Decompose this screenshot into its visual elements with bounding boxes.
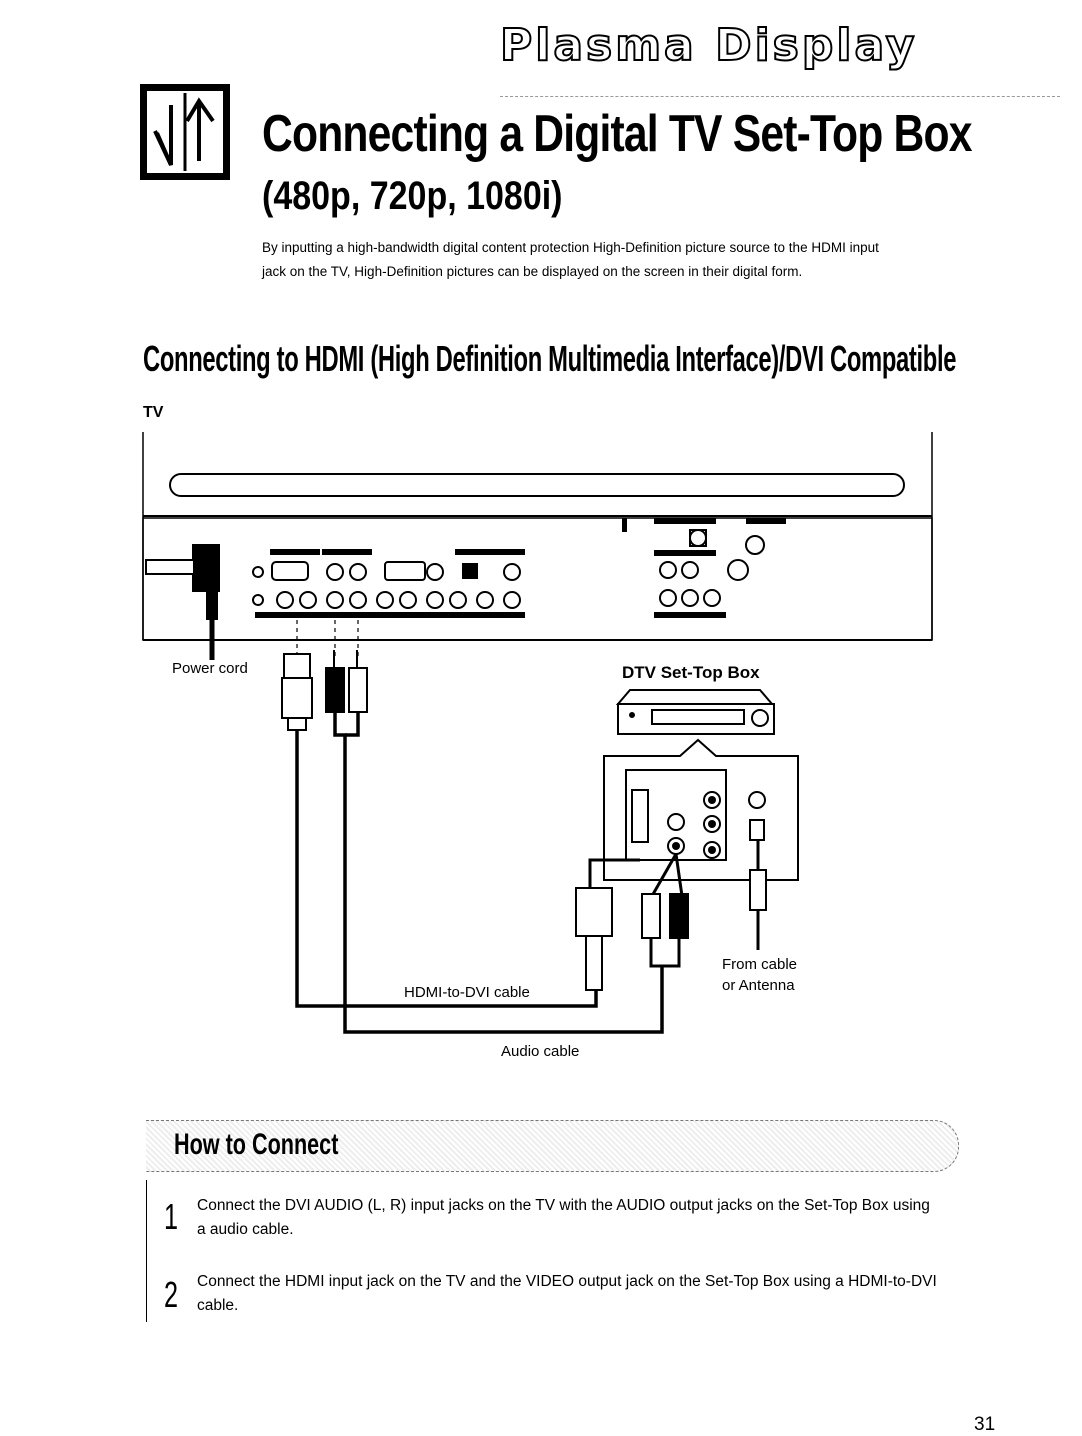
step-text: Connect the HDMI input jack on the TV an…	[197, 1273, 937, 1314]
page-title: Connecting a Digital TV Set-Top Box	[262, 105, 972, 163]
audio-cable-label: Audio cable	[501, 1043, 580, 1060]
hdmi-cable-label: HDMI-to-DVI cable	[404, 984, 530, 1001]
power-cord	[145, 544, 220, 660]
antenna-label: or Antenna	[722, 977, 795, 994]
page-subtitle: (480p, 720p, 1080i)	[262, 174, 563, 218]
tv-illustration	[142, 432, 933, 660]
intro-paragraph: By inputting a high-bandwidth digital co…	[262, 240, 879, 279]
step-number: 2	[164, 1274, 179, 1315]
power-cord-label: Power cord	[172, 660, 248, 677]
connection-arrows-icon	[140, 84, 230, 180]
how-to-heading: How to Connect	[174, 1128, 339, 1161]
section-heading: Connecting to HDMI (High Definition Mult…	[143, 338, 957, 379]
stb-label: DTV Set-Top Box	[622, 663, 760, 682]
tv-side-connectors	[281, 650, 368, 731]
set-top-box	[603, 689, 799, 881]
steps-rule	[146, 1180, 147, 1322]
banner-title: Plasma Display	[499, 19, 918, 72]
step-number: 1	[164, 1196, 179, 1237]
banner-rule	[500, 96, 1060, 97]
tv-label: TV	[143, 404, 164, 421]
page-number: 31	[974, 1414, 996, 1435]
step-text: Connect the DVI AUDIO (L, R) input jacks…	[197, 1197, 930, 1238]
how-to-bar	[146, 1120, 959, 1172]
connection-diagram	[142, 432, 933, 1034]
from-cable-label: From cable	[722, 956, 798, 973]
